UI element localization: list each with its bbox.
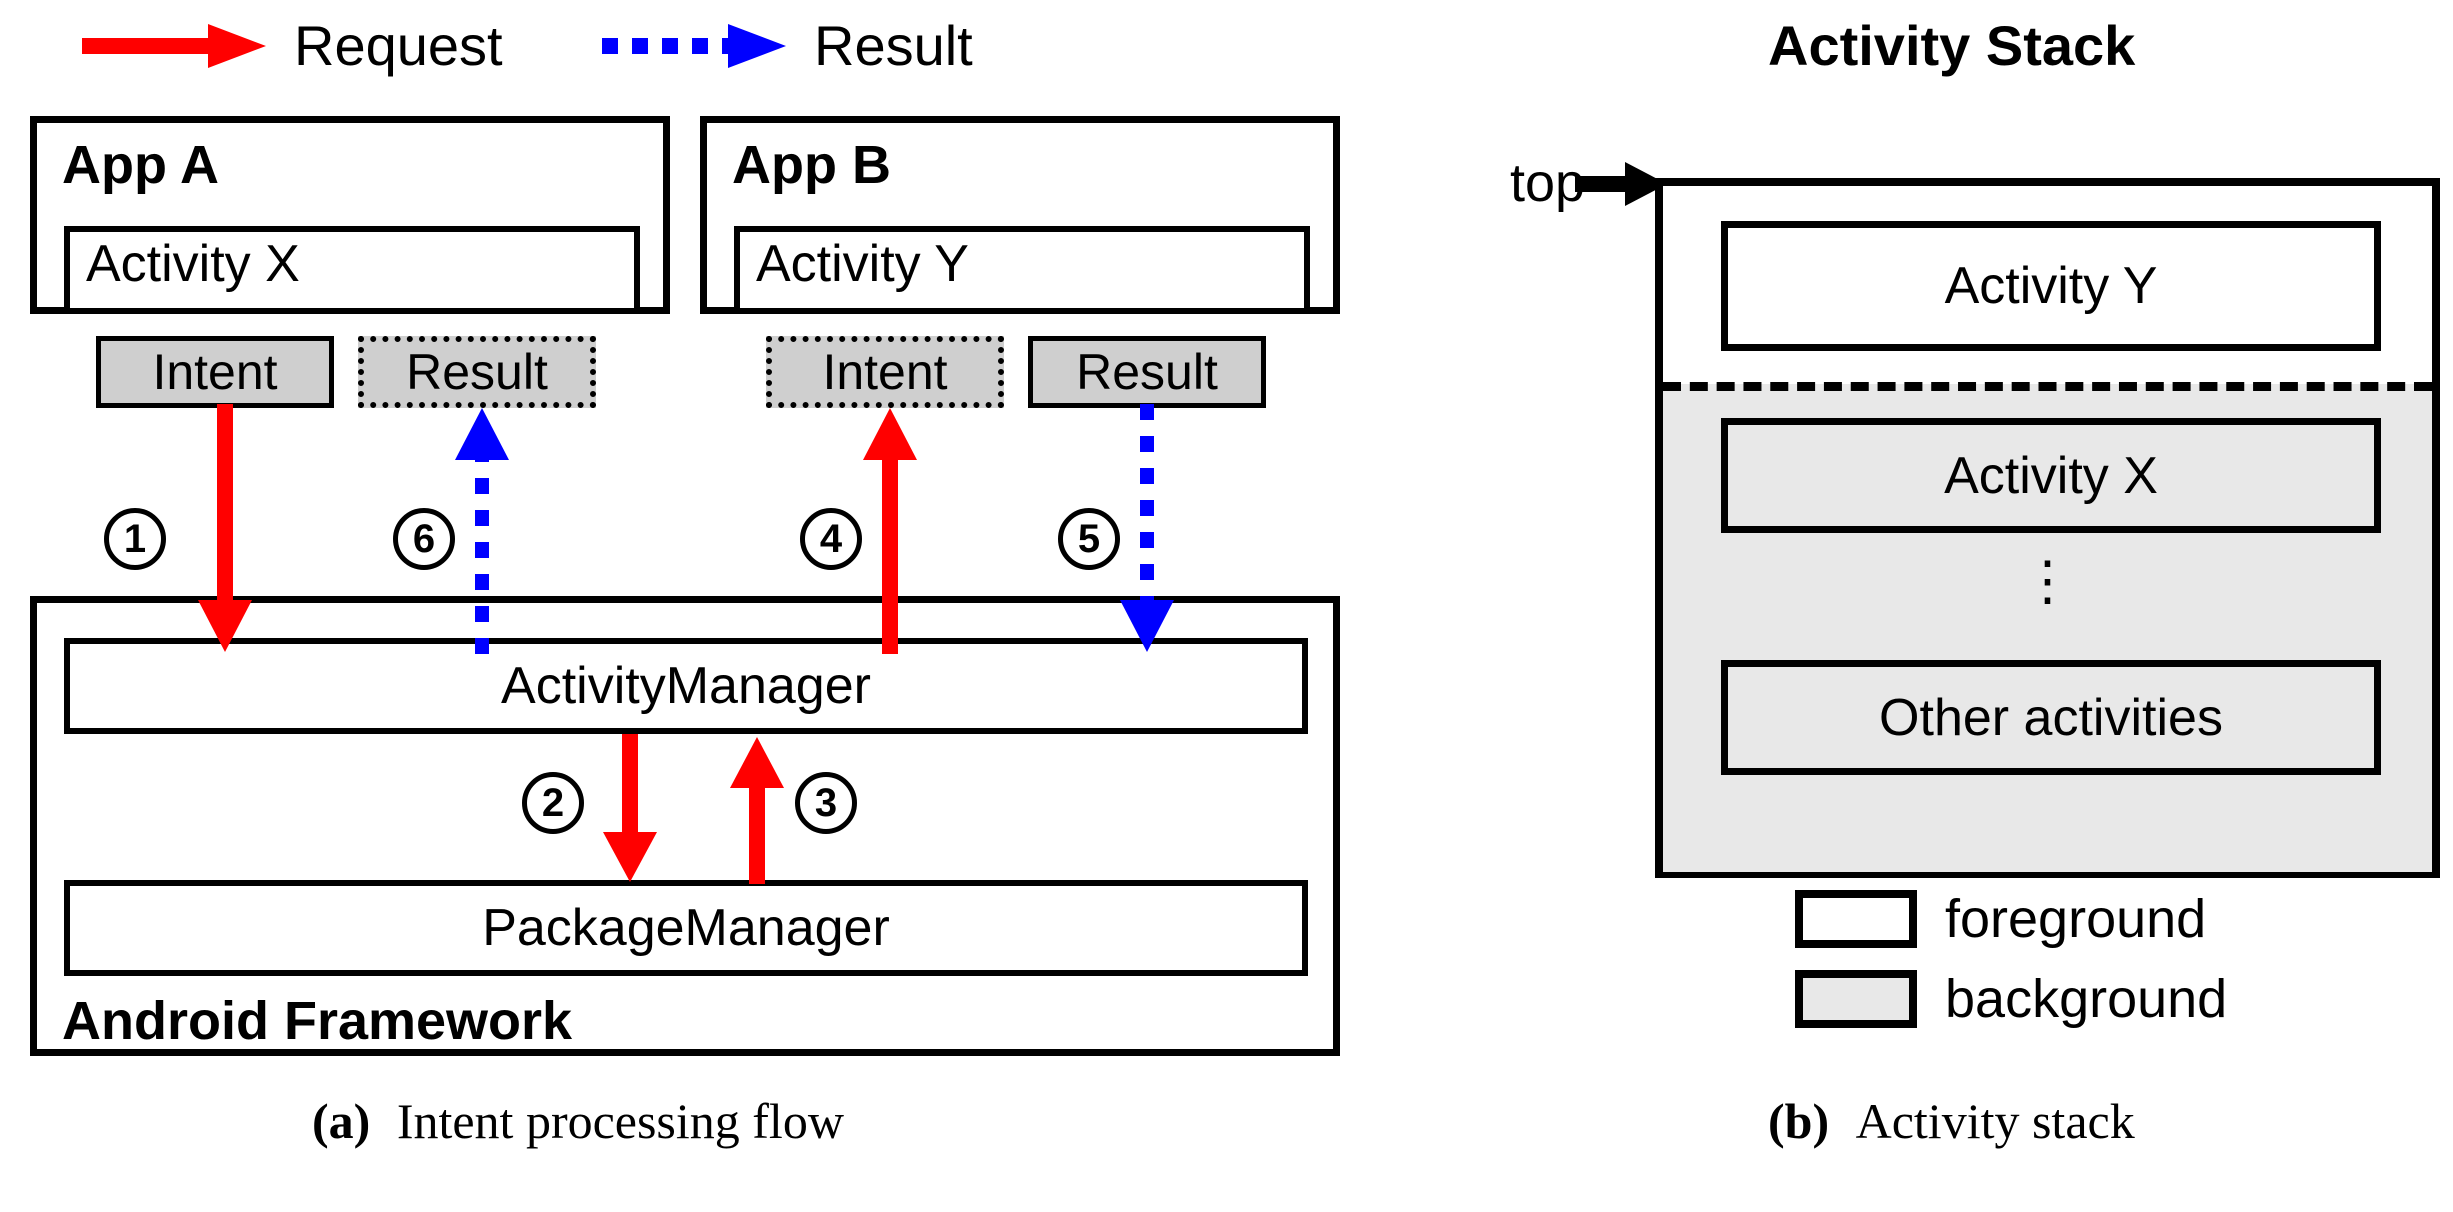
stack-ellipsis: ⋮: [2020, 551, 2075, 611]
app-a-title: App A: [62, 135, 219, 195]
app-a-result-label: Result: [406, 344, 548, 400]
foreground-legend-label: foreground: [1945, 889, 2207, 949]
app-b-activity-box: [734, 226, 1310, 314]
caption-a-prefix: (a): [312, 1093, 371, 1149]
app-b-activity-title: Activity Y: [756, 235, 969, 293]
activity-stack-box: Activity Y Activity X ⋮ Other activities: [1655, 178, 2440, 878]
caption-b-text: Activity stack: [1855, 1093, 2135, 1149]
background-legend-label: background: [1945, 969, 2228, 1029]
app-a-result-chip: Result: [358, 336, 596, 408]
activity-manager-label: ActivityManager: [501, 657, 871, 715]
stack-legend-background: background: [1795, 970, 2227, 1028]
stack-item-other-activities[interactable]: Other activities: [1721, 660, 2381, 775]
top-pointer-arrow-icon: [1575, 162, 1667, 206]
package-manager-box: PackageManager: [64, 880, 1308, 976]
app-a-activity-title: Activity X: [86, 235, 300, 293]
android-framework-label: Android Framework: [62, 991, 573, 1051]
app-b-result-chip: Result: [1028, 336, 1266, 408]
arrow-step-1: [198, 404, 252, 652]
app-b-title: App B: [732, 135, 891, 195]
stack-item-activity-y[interactable]: Activity Y: [1721, 221, 2381, 351]
caption-panel-a: (a) Intent processing flow: [312, 1096, 844, 1146]
app-a-activity-box: [64, 226, 640, 314]
background-swatch-icon: [1795, 970, 1917, 1028]
caption-panel-b: (b) Activity stack: [1768, 1096, 2135, 1146]
step-2-badge: 2: [522, 772, 584, 834]
app-a-intent-label: Intent: [152, 344, 278, 400]
step-3-badge: 3: [795, 772, 857, 834]
app-b-intent-chip: Intent: [766, 336, 1004, 408]
arrow-step-3: [730, 737, 784, 884]
activity-manager-box: ActivityManager: [64, 638, 1308, 734]
step-1-badge: 1: [104, 508, 166, 570]
app-b-intent-label: Intent: [822, 344, 948, 400]
activity-stack-title: Activity Stack: [1768, 14, 2136, 77]
caption-b-prefix: (b): [1768, 1093, 1830, 1149]
app-b-result-label: Result: [1076, 344, 1218, 400]
legend-request-label: Request: [294, 14, 503, 77]
request-arrow-icon: [82, 24, 266, 68]
step-4-badge: 4: [800, 508, 862, 570]
stack-item-activity-x[interactable]: Activity X: [1721, 418, 2381, 533]
caption-a-text: Intent processing flow: [396, 1093, 844, 1149]
arrow-step-5: [1120, 404, 1174, 652]
stack-legend-foreground: foreground: [1795, 890, 2206, 948]
result-arrow-icon: [602, 24, 786, 68]
stack-item-label: Activity X: [1944, 446, 2158, 505]
package-manager-label: PackageManager: [482, 899, 890, 957]
top-pointer-label: top: [1510, 153, 1586, 213]
legend-result-label: Result: [814, 14, 973, 77]
arrow-step-6: [455, 408, 509, 654]
legend-result: Result: [600, 18, 973, 74]
arrow-step-2: [603, 734, 657, 882]
step-5-badge: 5: [1058, 508, 1120, 570]
stack-item-label: Other activities: [1879, 688, 2223, 747]
stack-item-label: Activity Y: [1944, 257, 2158, 315]
app-a-intent-chip: Intent: [96, 336, 334, 408]
step-6-badge: 6: [393, 508, 455, 570]
foreground-swatch-icon: [1795, 890, 1917, 948]
arrow-step-4: [863, 408, 917, 654]
legend-request: Request: [80, 18, 503, 74]
foreground-background-divider: [1663, 382, 2432, 391]
